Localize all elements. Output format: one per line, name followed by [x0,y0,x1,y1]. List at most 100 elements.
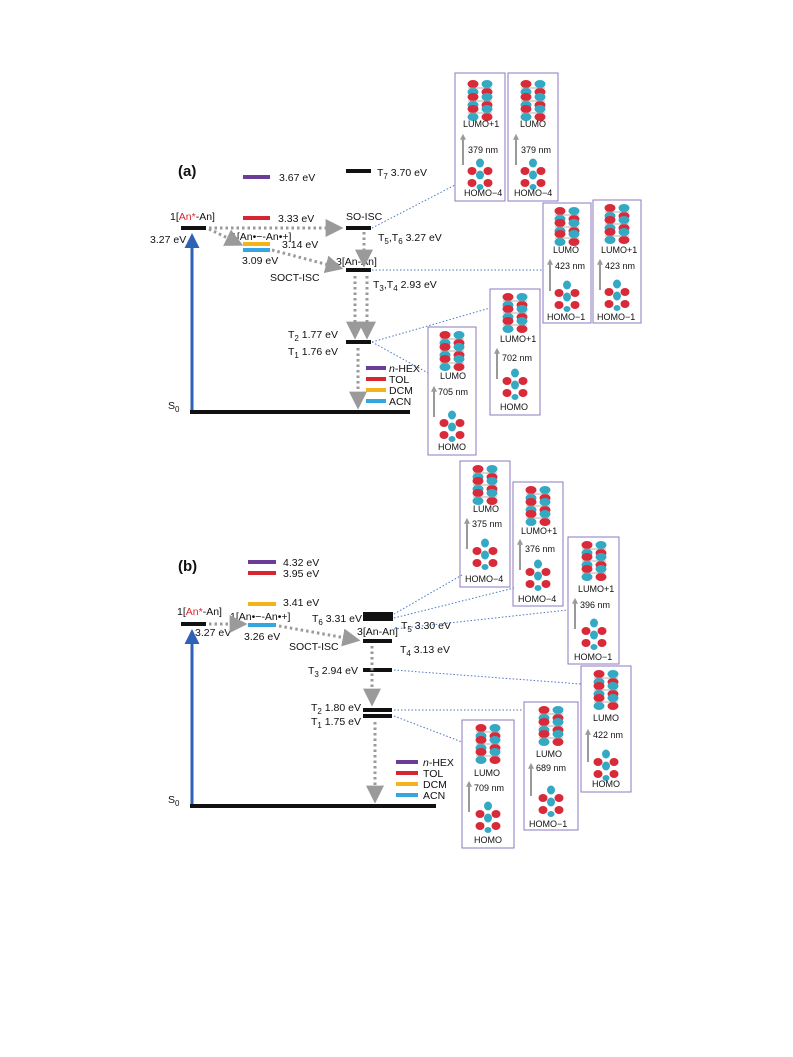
connectors-a [371,184,543,374]
t7-label-a: T7 3.70 eV [377,167,427,181]
orb-a1-top: LUMO+1 [463,119,499,129]
orb-b3-nm: 396 nm [580,600,610,610]
orb-a3-top: LUMO [553,245,579,255]
orb-a3-nm: 423 nm [555,261,585,271]
orb-b1-bottom: HOMO−4 [465,574,503,584]
orb-b2-nm: 376 nm [525,544,555,554]
panel-b: (b) S0 1[An*-An] 3.27 eV 4.32 eV 3.95 eV… [168,460,632,849]
legend-label-tol-b: TOL [423,768,443,780]
s0-label-a: S0 [168,400,180,414]
so-isc-label-a: SO-ISC [346,211,383,223]
soct-isc-label-b: SOCT-ISC [289,641,339,653]
legend-label-acn-a: ACN [389,396,411,408]
le-energy-a: 3.27 eV [150,234,186,246]
orb-a5-top: LUMO+1 [500,334,536,344]
transfer-arrows-b [209,615,384,804]
soct-isc-label-a: SOCT-ISC [270,272,320,284]
panel-a-label: (a) [178,163,196,180]
orb-b6-bottom: HOMO [474,835,502,845]
legend-label-acn-b: ACN [423,790,445,802]
orb-a6-top: LUMO [440,371,466,381]
orbital-box-b3: LUMO+1 396 nm HOMO−1 [567,536,620,665]
orbital-box-a2: LUMO 379 nm HOMO−4 [507,72,559,202]
legend-label-nhex-a: n-HEX [389,363,420,375]
t3-an-label-b: 3[An-An] [357,626,398,638]
legend-label-dcm-a: DCM [389,385,413,397]
t4-label-b: T4 3.13 eV [400,644,450,658]
orb-b5-nm: 689 nm [536,763,566,773]
orbital-box-b1: LUMO 375 nm HOMO−4 [459,460,511,588]
t56-level-b [363,612,393,621]
orb-b3-bottom: HOMO−1 [574,652,612,662]
orb-b6-top: LUMO [474,768,500,778]
cs-label-a: 1[An•−-An•+] [231,231,292,243]
t3-an-label-a: 3[An-An] [336,256,377,268]
orbital-box-a5: LUMO+1 702 nm HOMO [489,288,541,416]
transfer-arrows-a [208,219,376,410]
orbital-box-b2: LUMO+1 376 nm HOMO−4 [512,481,564,607]
legend-label-dcm-b: DCM [423,779,447,791]
cs-energy-tol-b: 3.95 eV [283,568,319,580]
orb-a4-top: LUMO+1 [601,245,637,255]
t1-label-b: T1 1.75 eV [311,716,361,730]
orb-a2-nm: 379 nm [521,145,551,155]
orbital-box-a1: LUMO+1 379 nm HOMO−4 [454,72,506,202]
t6-label-b: T6 3.31 eV [312,613,362,627]
orb-a2-top: LUMO [520,119,546,129]
orb-a5-bottom: HOMO [500,402,528,412]
orb-b4-nm: 422 nm [593,730,623,740]
orb-b5-top: LUMO [536,749,562,759]
orbital-box-a4: LUMO+1 423 nm HOMO−1 [592,199,642,324]
orbital-box-a3: LUMO 423 nm HOMO−1 [542,202,592,324]
cs-energy-acn-b: 3.26 eV [244,631,280,643]
cs-energy-nhex-a: 3.67 eV [279,172,315,184]
t1-label-a: T1 1.76 eV [288,346,338,360]
orb-a1-nm: 379 nm [468,145,498,155]
le-label-b: 1[An*-An] [177,606,222,618]
cs-energy-nhex-b: 4.32 eV [283,557,319,569]
legend-label-tol-a: TOL [389,374,409,386]
orbital-box-b4: LUMO 422 nm HOMO [580,665,632,793]
orbital-box-a6: LUMO 705 nm HOMO [427,326,477,456]
cs-energy-dcm-a: 3.14 eV [282,239,318,251]
orb-b1-nm: 375 nm [472,519,502,529]
orb-a4-nm: 423 nm [605,261,635,271]
cs-energy-acn-a: 3.09 eV [242,255,278,267]
connectors-b [393,574,582,743]
orb-a3-bottom: HOMO−1 [547,312,585,322]
panel-b-label: (b) [178,558,197,575]
orb-b1-top: LUMO [473,504,499,514]
orb-a2-bottom: HOMO−4 [514,188,552,198]
orb-a6-bottom: HOMO [438,442,466,452]
panel-a: (a) S0 1[An*-An] 3.27 eV 3.67 eV 3.33 eV… [150,72,642,456]
t2-label-b: T2 1.80 eV [311,702,361,716]
s0-label-b: S0 [168,794,180,808]
orb-a1-bottom: HOMO−4 [464,188,502,198]
t5-label-b: T5 3.30 eV [401,620,451,634]
orb-b2-bottom: HOMO−4 [518,594,556,604]
orb-b4-bottom: HOMO [592,779,620,789]
legend-b: n-HEX TOL DCM ACN [396,757,454,802]
t2-label-a: T2 1.77 eV [288,329,338,343]
cs-energy-dcm-b: 3.41 eV [283,597,319,609]
t3-label-b: T3 2.94 eV [308,665,358,679]
legend-a: n-HEX TOL DCM ACN [366,363,420,408]
orb-b5-bottom: HOMO−1 [529,819,567,829]
orb-b3-top: LUMO+1 [578,584,614,594]
cs-energy-tol-a: 3.33 eV [278,213,314,225]
orb-a4-bottom: HOMO−1 [597,312,635,322]
orb-b2-top: LUMO+1 [521,526,557,536]
orb-b6-nm: 709 nm [474,783,504,793]
t34-label-a: T3,T4 2.93 eV [373,279,437,293]
legend-label-nhex-b: n-HEX [423,757,454,769]
orbital-box-b5: LUMO 689 nm HOMO−1 [523,701,579,831]
orb-a5-nm: 702 nm [502,353,532,363]
le-energy-b: 3.27 eV [195,627,231,639]
orb-a6-nm: 705 nm [438,387,468,397]
orbital-box-b6: LUMO 709 nm HOMO [461,719,515,849]
cs-label-b: 1[An•−-An•+] [230,611,291,623]
orb-b4-top: LUMO [593,713,619,723]
t56-label-a: T5,T6 3.27 eV [378,232,442,246]
le-label-a: 1[An*-An] [170,211,215,223]
